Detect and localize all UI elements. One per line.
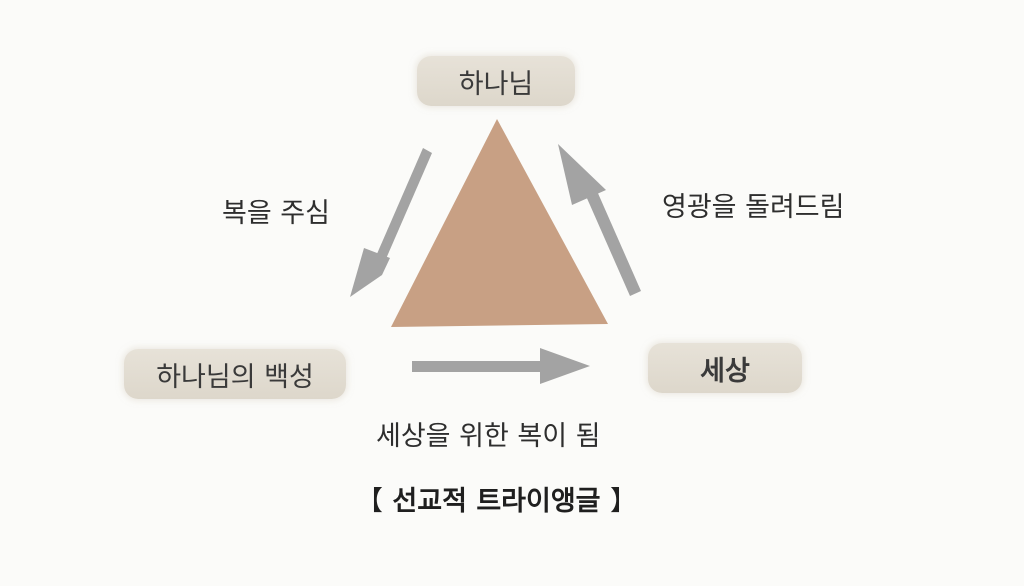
caption-open-bracket: 【 — [356, 486, 383, 517]
arrow-world-to-god — [558, 144, 641, 296]
node-world-label: 세상 — [700, 355, 750, 387]
node-god-label: 하나님 — [458, 68, 534, 100]
diagram-caption: 【 선교적 트라이앵글 】 — [356, 479, 637, 518]
arrow-label-returns-glory: 영광을 돌려드림 — [662, 192, 845, 223]
node-world: 세상 — [648, 343, 802, 393]
node-god: 하나님 — [417, 56, 575, 106]
arrow-god-to-people — [350, 148, 432, 297]
central-triangle — [391, 119, 608, 327]
arrow-label-blessing-for-world: 세상을 위한 복이 됨 — [376, 421, 601, 452]
node-people-label: 하나님의 백성 — [156, 361, 314, 393]
arrow-people-to-world — [412, 348, 590, 384]
arrow-label-gives-blessing: 복을 주심 — [222, 198, 330, 229]
caption-text: 선교적 트라이앵글 — [392, 486, 601, 517]
node-people-of-god: 하나님의 백성 — [124, 349, 346, 399]
caption-close-bracket: 】 — [609, 486, 637, 517]
